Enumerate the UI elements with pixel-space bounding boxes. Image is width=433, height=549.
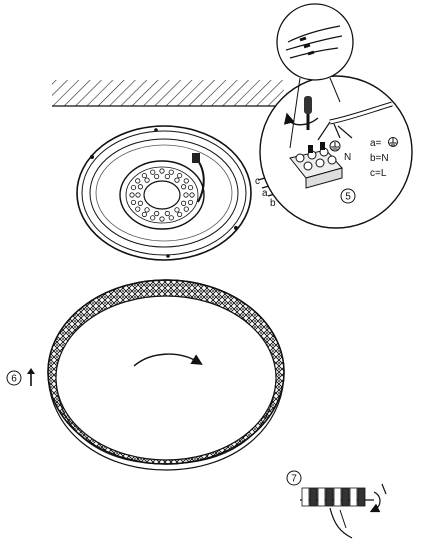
step-5-label: 5 <box>345 192 351 203</box>
led-chip <box>141 172 147 179</box>
terminal-strip-cell <box>309 487 318 507</box>
led-chip <box>189 192 195 198</box>
led-chip <box>187 184 194 191</box>
legend-a: a= <box>370 138 382 149</box>
wire-strip-detail-callout <box>276 3 354 149</box>
led-chip <box>168 215 174 221</box>
terminal-strip-cell <box>357 487 366 507</box>
terminal-mark-n: N <box>344 152 351 163</box>
led-chip <box>130 184 137 191</box>
terminal-block <box>289 142 343 189</box>
led-chip <box>174 177 180 183</box>
led-chip <box>183 206 189 212</box>
led-chip <box>150 215 156 221</box>
led-chip <box>187 199 194 206</box>
led-chip <box>164 173 170 180</box>
led-chip <box>144 177 150 183</box>
led-chip <box>177 211 183 218</box>
terminal-strip-cell <box>325 487 334 507</box>
led-chip <box>141 211 147 218</box>
led-chip <box>183 192 189 198</box>
led-chip <box>159 168 165 174</box>
rotate-arrow-icon <box>133 353 203 367</box>
rotate-arrow-small-icon <box>369 491 381 513</box>
callout-leader-line <box>289 77 301 149</box>
led-chip <box>137 200 143 206</box>
led-chip <box>174 207 180 213</box>
internal-wire <box>192 153 205 203</box>
terminal-strip-cell <box>301 487 310 507</box>
led-chip <box>154 210 160 217</box>
led-chip <box>183 178 189 184</box>
led-chip <box>181 200 187 206</box>
step-7-label: 7 <box>291 474 297 485</box>
led-chip <box>135 192 141 198</box>
led-chip <box>159 216 165 222</box>
step-6-label: 6 <box>11 374 17 385</box>
rotate-icon <box>283 112 319 126</box>
terminal-detail-callout: N a= b=N c=L 5 <box>259 75 413 229</box>
step-7-terminal-strip: 7 <box>286 470 387 539</box>
step-7-circle <box>286 470 302 486</box>
diffuser-shade <box>47 279 285 471</box>
hand-sketch <box>329 507 353 539</box>
terminal-strip-cell <box>341 487 350 507</box>
led-chip <box>137 184 143 190</box>
terminal-strip-cell <box>349 487 358 507</box>
wire-label-a: a <box>262 188 268 199</box>
led-chip <box>177 172 183 179</box>
led-chip <box>130 199 137 206</box>
wire-label-c: c <box>255 176 260 187</box>
terminal-strip-cells <box>301 487 366 507</box>
wire-label-b: b <box>270 198 276 209</box>
step-5-circle <box>340 188 356 204</box>
led-dots <box>129 168 195 222</box>
earth-ground-icon <box>329 140 341 152</box>
led-chip <box>150 169 156 175</box>
legend-c: c=L <box>370 168 387 179</box>
led-chip <box>129 192 135 198</box>
up-arrow-icon <box>27 368 35 386</box>
earth-symbol-legend-icon <box>388 137 398 147</box>
screwdriver-icon <box>304 96 312 130</box>
led-module <box>119 160 205 230</box>
led-chip <box>135 178 141 184</box>
led-chip <box>168 169 174 175</box>
led-chip <box>144 207 150 213</box>
ceiling <box>52 80 284 107</box>
led-chip <box>181 184 187 190</box>
led-chip <box>164 210 170 217</box>
terminal-strip-cell <box>333 487 342 507</box>
step-6-circle <box>6 370 22 386</box>
led-chip <box>154 173 160 180</box>
terminal-strip-cell <box>317 487 326 507</box>
led-chip <box>135 206 141 212</box>
legend-b: b=N <box>370 153 389 164</box>
